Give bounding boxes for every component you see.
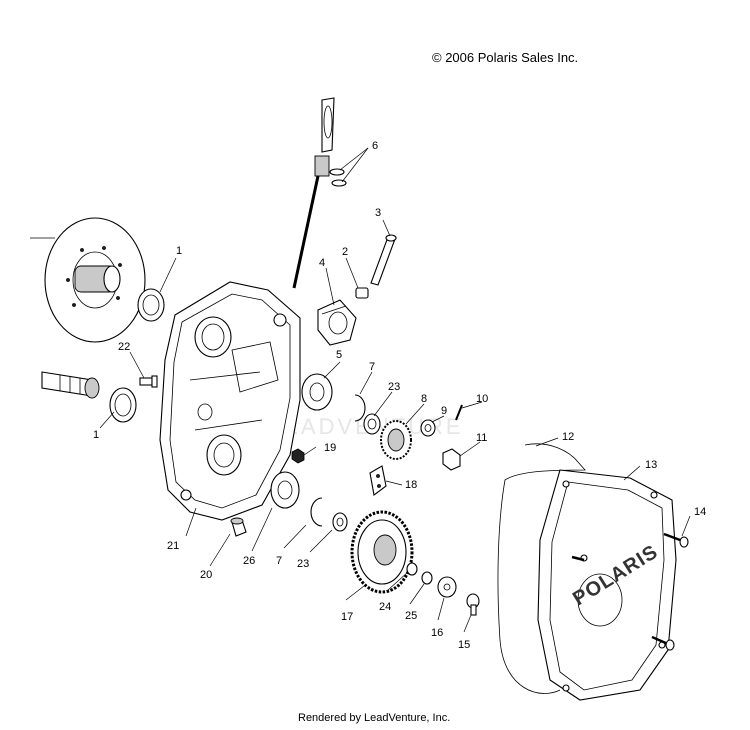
callout-18: 18 [405, 479, 417, 491]
callout-5: 5 [336, 349, 342, 361]
cover-13: POLARIS [537, 469, 677, 701]
bolt-15 [466, 593, 480, 616]
bolt-14-left [571, 555, 585, 562]
washer-24 [406, 562, 418, 576]
output-shaft [41, 371, 100, 399]
callout-19: 19 [324, 442, 336, 454]
snap-ring-lower [310, 497, 323, 527]
callout-23-upper: 23 [388, 381, 400, 393]
callout-13: 13 [645, 459, 657, 471]
seal-upper [137, 288, 165, 322]
copyright-text: © 2006 Polaris Sales Inc. [432, 50, 579, 65]
sprocket-8 [380, 420, 412, 460]
bearing-26 [270, 471, 300, 509]
callout-7-lower: 7 [276, 555, 282, 567]
footer-credit: Rendered by LeadVenture, Inc. [298, 712, 451, 724]
plug-20 [230, 517, 247, 537]
gasket-12 [497, 443, 586, 694]
snap-ring-upper [354, 394, 366, 422]
callout-25: 25 [405, 610, 417, 622]
tensioner-4 [317, 299, 357, 346]
callout-24: 24 [379, 601, 391, 613]
washer-16 [437, 576, 457, 598]
drive-disc [30, 217, 146, 343]
callout-8: 8 [421, 393, 427, 405]
bolt-22 [139, 375, 158, 388]
callout-1-upper: 1 [176, 245, 182, 257]
callout-20: 20 [200, 569, 212, 581]
callout-22: 22 [118, 341, 130, 353]
callout-7-upper: 7 [369, 361, 375, 373]
callout-6: 6 [372, 140, 378, 152]
main-case [159, 281, 301, 521]
callout-1-lower: 1 [93, 429, 99, 441]
washer-upper [363, 413, 381, 435]
callout-2: 2 [342, 246, 348, 258]
nut-11 [442, 448, 461, 471]
callout-26: 26 [243, 555, 255, 567]
slide-18 [369, 465, 387, 496]
cotter-pin-10 [455, 404, 463, 421]
bolt-14-lower [651, 635, 675, 651]
bearing-5 [301, 373, 333, 411]
callout-16: 16 [431, 627, 443, 639]
callout-17: 17 [341, 611, 353, 623]
callout-11: 11 [476, 432, 487, 444]
callout-15: 15 [458, 639, 470, 651]
pin-3 [370, 234, 397, 286]
bolt-14-upper [663, 532, 689, 548]
callout-10: 10 [476, 393, 488, 405]
washer-9 [420, 419, 436, 437]
callout-labels: 1 1 2 3 4 5 6 7 7 8 9 10 11 12 13 14 15 … [93, 140, 706, 651]
leader-lines [99, 147, 691, 633]
dipstick [292, 97, 347, 289]
callout-21: 21 [167, 540, 179, 552]
callout-12: 12 [562, 431, 574, 443]
nut-19 [291, 448, 305, 464]
callout-23-lower: 23 [297, 558, 309, 570]
bushing-2 [355, 287, 369, 299]
callout-3: 3 [375, 207, 381, 219]
washer-25 [421, 571, 433, 585]
callout-9: 9 [441, 405, 447, 417]
seal-lower [109, 387, 137, 423]
callout-14: 14 [694, 506, 706, 518]
callout-4: 4 [319, 257, 325, 269]
washer-lower [332, 512, 348, 532]
gear-17 [350, 510, 414, 594]
